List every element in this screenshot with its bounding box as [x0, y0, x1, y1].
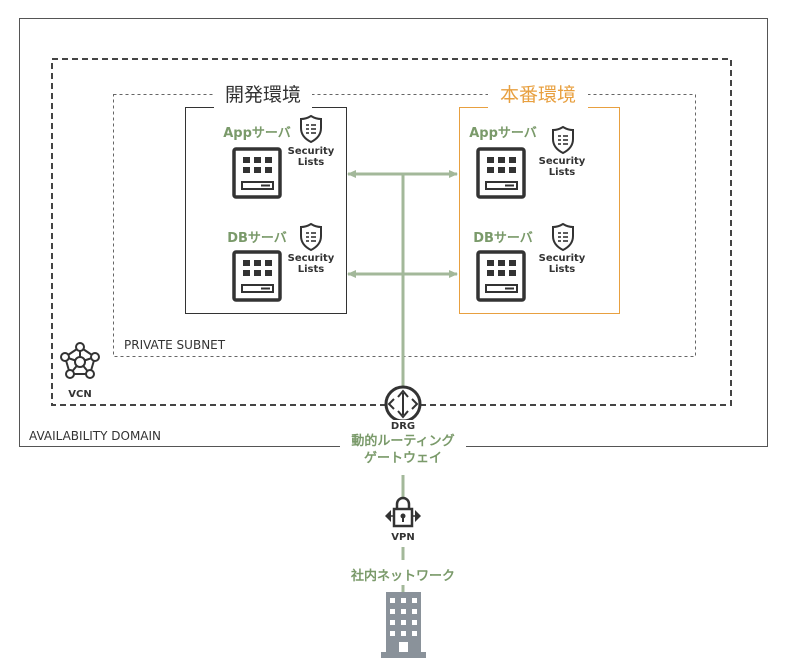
prod-db-security-line2: Lists — [549, 264, 576, 275]
vcn-icon — [60, 342, 100, 379]
dev-db-security-line2: Lists — [298, 264, 325, 275]
prod-db-server-label: DBサーバ — [473, 231, 533, 246]
dev-db-shield-icon — [300, 223, 322, 251]
drg-label-line2: ゲートウェイ — [364, 450, 442, 466]
dev-db-server-icon — [232, 250, 282, 302]
prod-db-security-line1: Security — [539, 253, 586, 264]
drg-label-line1: 動的ルーティング — [351, 433, 454, 449]
availability-domain-label: AVAILABILITY DOMAIN — [29, 429, 161, 443]
prod-env-title: 本番環境 — [500, 84, 576, 106]
dev-app-server-icon — [232, 147, 282, 199]
dev-app-security-line1: Security — [288, 146, 335, 157]
vpn-label: VPN — [391, 532, 414, 543]
building-icon — [381, 592, 426, 658]
corporate-network-label: 社内ネットワーク — [350, 568, 455, 584]
dev-app-server-label: Appサーバ — [223, 126, 291, 141]
dev-app-shield-icon — [300, 115, 322, 143]
prod-db-server-icon — [476, 250, 526, 302]
vpn-icon — [385, 496, 421, 528]
dev-app-security-line2: Lists — [298, 157, 325, 168]
prod-app-server-icon — [476, 147, 526, 199]
connectors — [347, 170, 458, 592]
prod-app-shield-icon — [552, 126, 574, 154]
drg-icon — [384, 385, 422, 423]
dev-db-server-label: DBサーバ — [227, 231, 287, 246]
prod-app-server-label: Appサーバ — [469, 126, 537, 141]
dev-env-title: 開発環境 — [225, 84, 301, 106]
prod-app-security-line1: Security — [539, 156, 586, 167]
prod-app-security-line2: Lists — [549, 167, 576, 178]
availability-domain-box — [19, 18, 768, 447]
dev-db-security-line1: Security — [288, 253, 335, 264]
private-subnet-label: PRIVATE SUBNET — [124, 338, 226, 352]
prod-db-shield-icon — [552, 223, 574, 251]
drg-icon-text: DRG — [391, 421, 415, 432]
vcn-box — [51, 58, 732, 406]
vcn-label: VCN — [68, 389, 91, 400]
